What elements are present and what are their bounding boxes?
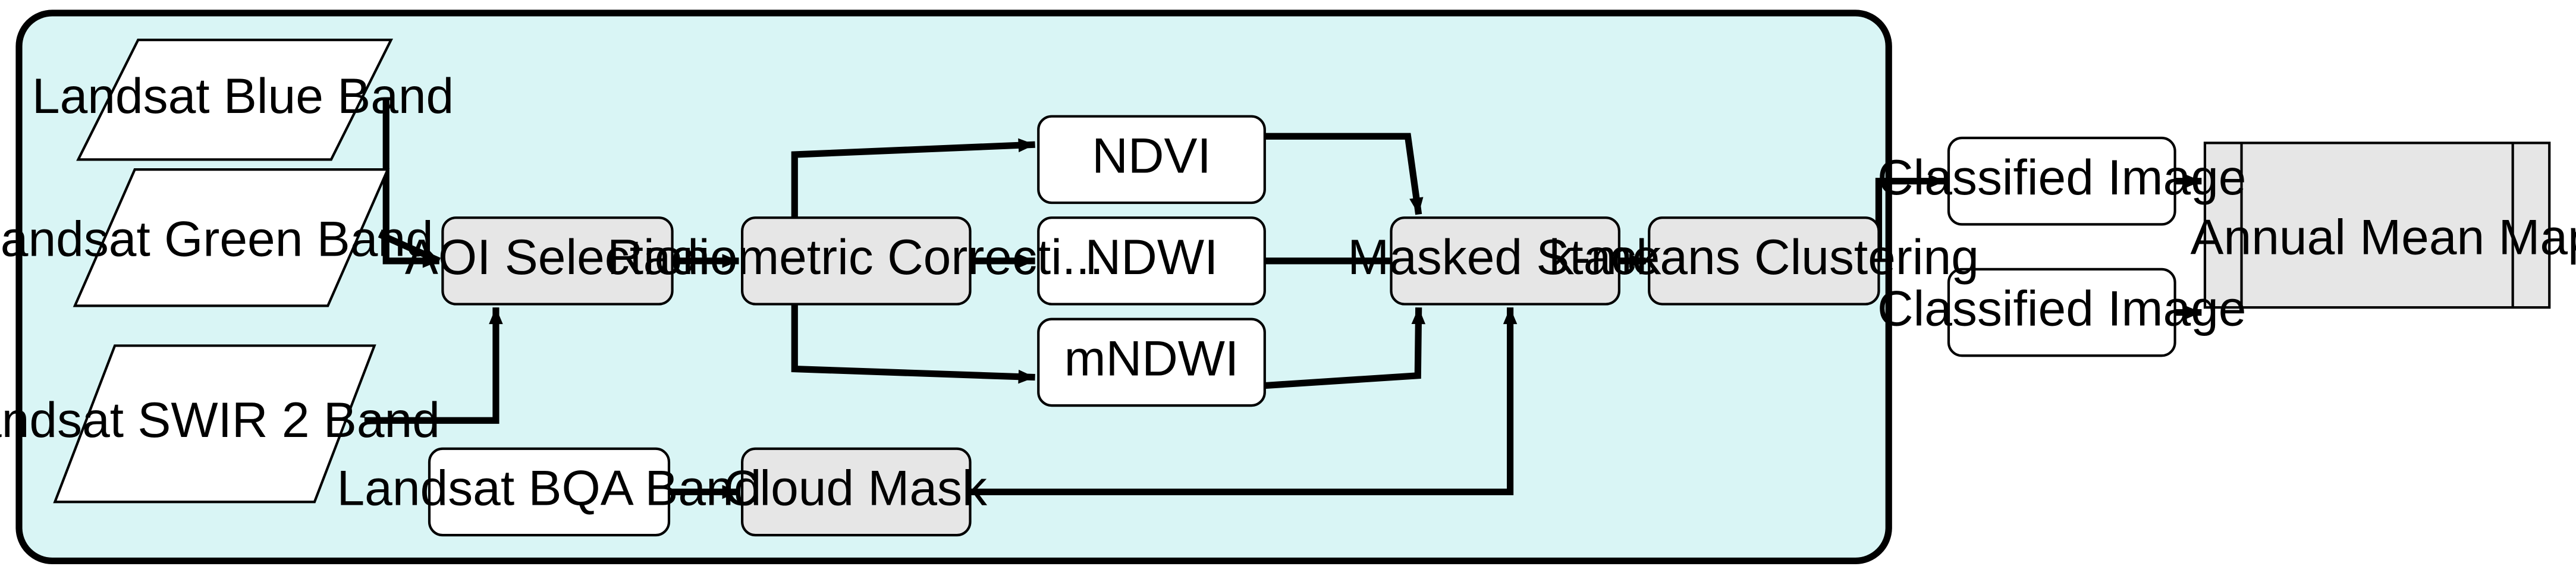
arrow-head	[722, 254, 739, 268]
edge-path	[364, 307, 500, 424]
edge-classified-2-to-map	[2175, 305, 2202, 320]
arrow-head	[2185, 305, 2202, 320]
shape-rounded-rect	[1947, 136, 2176, 226]
shape-rounded-rect	[1390, 216, 1620, 306]
node-landsat-swir2-band[interactable]	[53, 344, 376, 504]
edge-radiometric-to-ndwi	[970, 254, 1035, 268]
arrow-head	[489, 307, 503, 325]
edge-ndvi-to-stack	[1264, 133, 1424, 215]
shape-rounded-rect	[1037, 115, 1266, 205]
edge-green-to-aoi	[378, 231, 441, 264]
edge-swir2-to-aoi	[364, 307, 503, 424]
arrow-head	[1629, 254, 1646, 268]
arrow-head	[1928, 174, 1946, 188]
node-landsat-green-band[interactable]	[73, 168, 390, 307]
node-aoi-selection[interactable]	[441, 216, 674, 306]
edge-bqa-to-cloudmask	[668, 485, 739, 499]
shape-parallelogram	[73, 168, 390, 307]
node-classified-image-2[interactable]	[1947, 268, 2176, 357]
node-annual-mean-map[interactable]	[2203, 141, 2551, 309]
edge-mndwi-to-stack	[1264, 307, 1426, 389]
shape-predefined-process	[2203, 141, 2551, 309]
edge-path	[791, 304, 1035, 381]
shape-rounded-rect	[741, 216, 972, 306]
edge-path	[791, 141, 1035, 218]
node-classified-image-1[interactable]	[1947, 136, 2176, 226]
shape-rounded-rect	[441, 216, 674, 306]
node-mndwi[interactable]	[1037, 317, 1266, 407]
shape-rounded-rect	[1037, 216, 1266, 306]
node-ndwi[interactable]	[1037, 216, 1266, 306]
arrow-head	[1018, 138, 1035, 153]
edge-radiometric-to-ndvi	[791, 138, 1035, 218]
arrow-head	[1409, 197, 1424, 215]
shape-rounded-rect	[1037, 317, 1266, 407]
edge-path	[970, 307, 1514, 496]
arrow-head	[1018, 254, 1035, 268]
arrow-head	[421, 247, 439, 261]
edge-stack-to-kmeans	[1619, 254, 1646, 268]
edge-cloudmask-to-stack	[970, 307, 1518, 496]
edge-radiometric-to-mndwi	[791, 304, 1035, 384]
nodes-layer	[53, 38, 2551, 537]
edge-path	[382, 99, 439, 265]
node-ndvi[interactable]	[1037, 115, 1266, 205]
node-radiometric-correction[interactable]	[741, 216, 972, 306]
arrow-head	[1411, 307, 1426, 325]
node-kmeans-clustering[interactable]	[1648, 216, 1880, 306]
node-landsat-bqa-band[interactable]	[428, 447, 671, 537]
arrow-head	[1503, 307, 1518, 325]
arrow-head	[722, 485, 739, 499]
shape-rounded-rect	[741, 447, 972, 537]
arrow-head	[1018, 369, 1035, 384]
node-landsat-blue-band[interactable]	[76, 38, 394, 161]
edge-path	[1264, 133, 1422, 215]
edge-aoi-to-radiometric	[672, 254, 739, 268]
shape-parallelogram	[76, 38, 394, 161]
shape-parallelogram	[53, 344, 376, 504]
node-cloud-mask[interactable]	[741, 447, 972, 537]
arrow-head	[2185, 174, 2202, 188]
shape-rounded-rect	[1947, 268, 2176, 357]
node-masked-stack[interactable]	[1390, 216, 1620, 306]
edges-layer	[364, 99, 2202, 499]
shape-rounded-rect	[428, 447, 671, 537]
edge-path	[1264, 307, 1422, 389]
edge-classified-1-to-map	[2175, 174, 2202, 188]
shape-rounded-rect	[1648, 216, 1880, 306]
